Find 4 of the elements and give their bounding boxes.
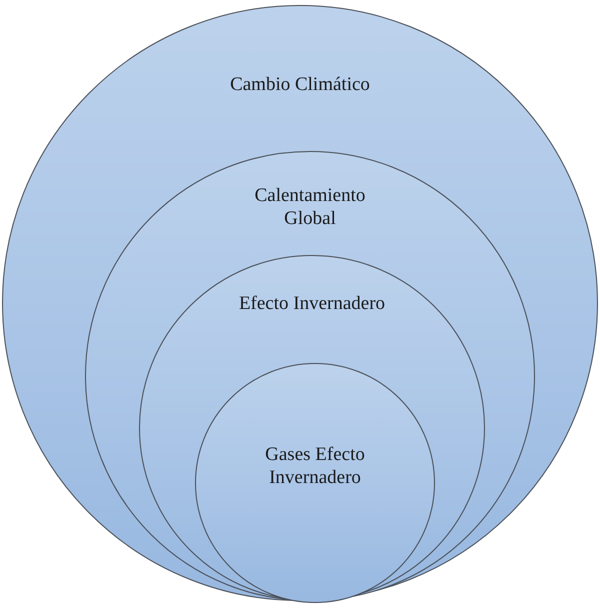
- circle-label: Cambio Climático: [229, 74, 371, 97]
- circle-label: Calentamiento Global: [254, 185, 366, 231]
- circle-label: Gases Efecto Invernadero: [264, 444, 366, 490]
- circle-label: Efecto Invernadero: [238, 293, 386, 316]
